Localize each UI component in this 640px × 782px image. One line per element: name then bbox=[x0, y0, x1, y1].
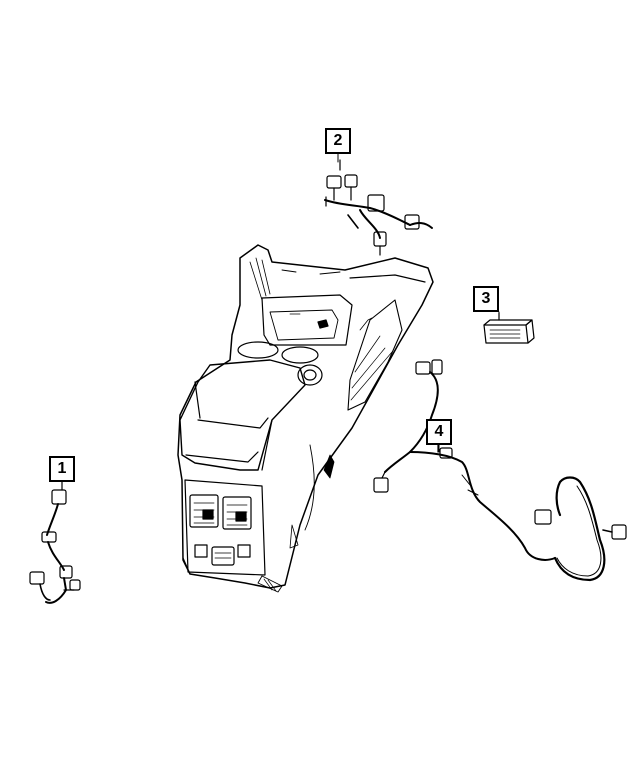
wiring-harness-left bbox=[29, 481, 81, 604]
callout-3: 3 bbox=[473, 286, 499, 312]
wiring-harness-upper bbox=[324, 159, 433, 256]
wiring-harness-right bbox=[373, 359, 627, 582]
callout-2: 2 bbox=[325, 128, 351, 154]
callout-1: 1 bbox=[49, 456, 75, 482]
switch-module bbox=[483, 312, 535, 344]
callout-4: 4 bbox=[426, 419, 452, 445]
center-console bbox=[177, 244, 434, 593]
